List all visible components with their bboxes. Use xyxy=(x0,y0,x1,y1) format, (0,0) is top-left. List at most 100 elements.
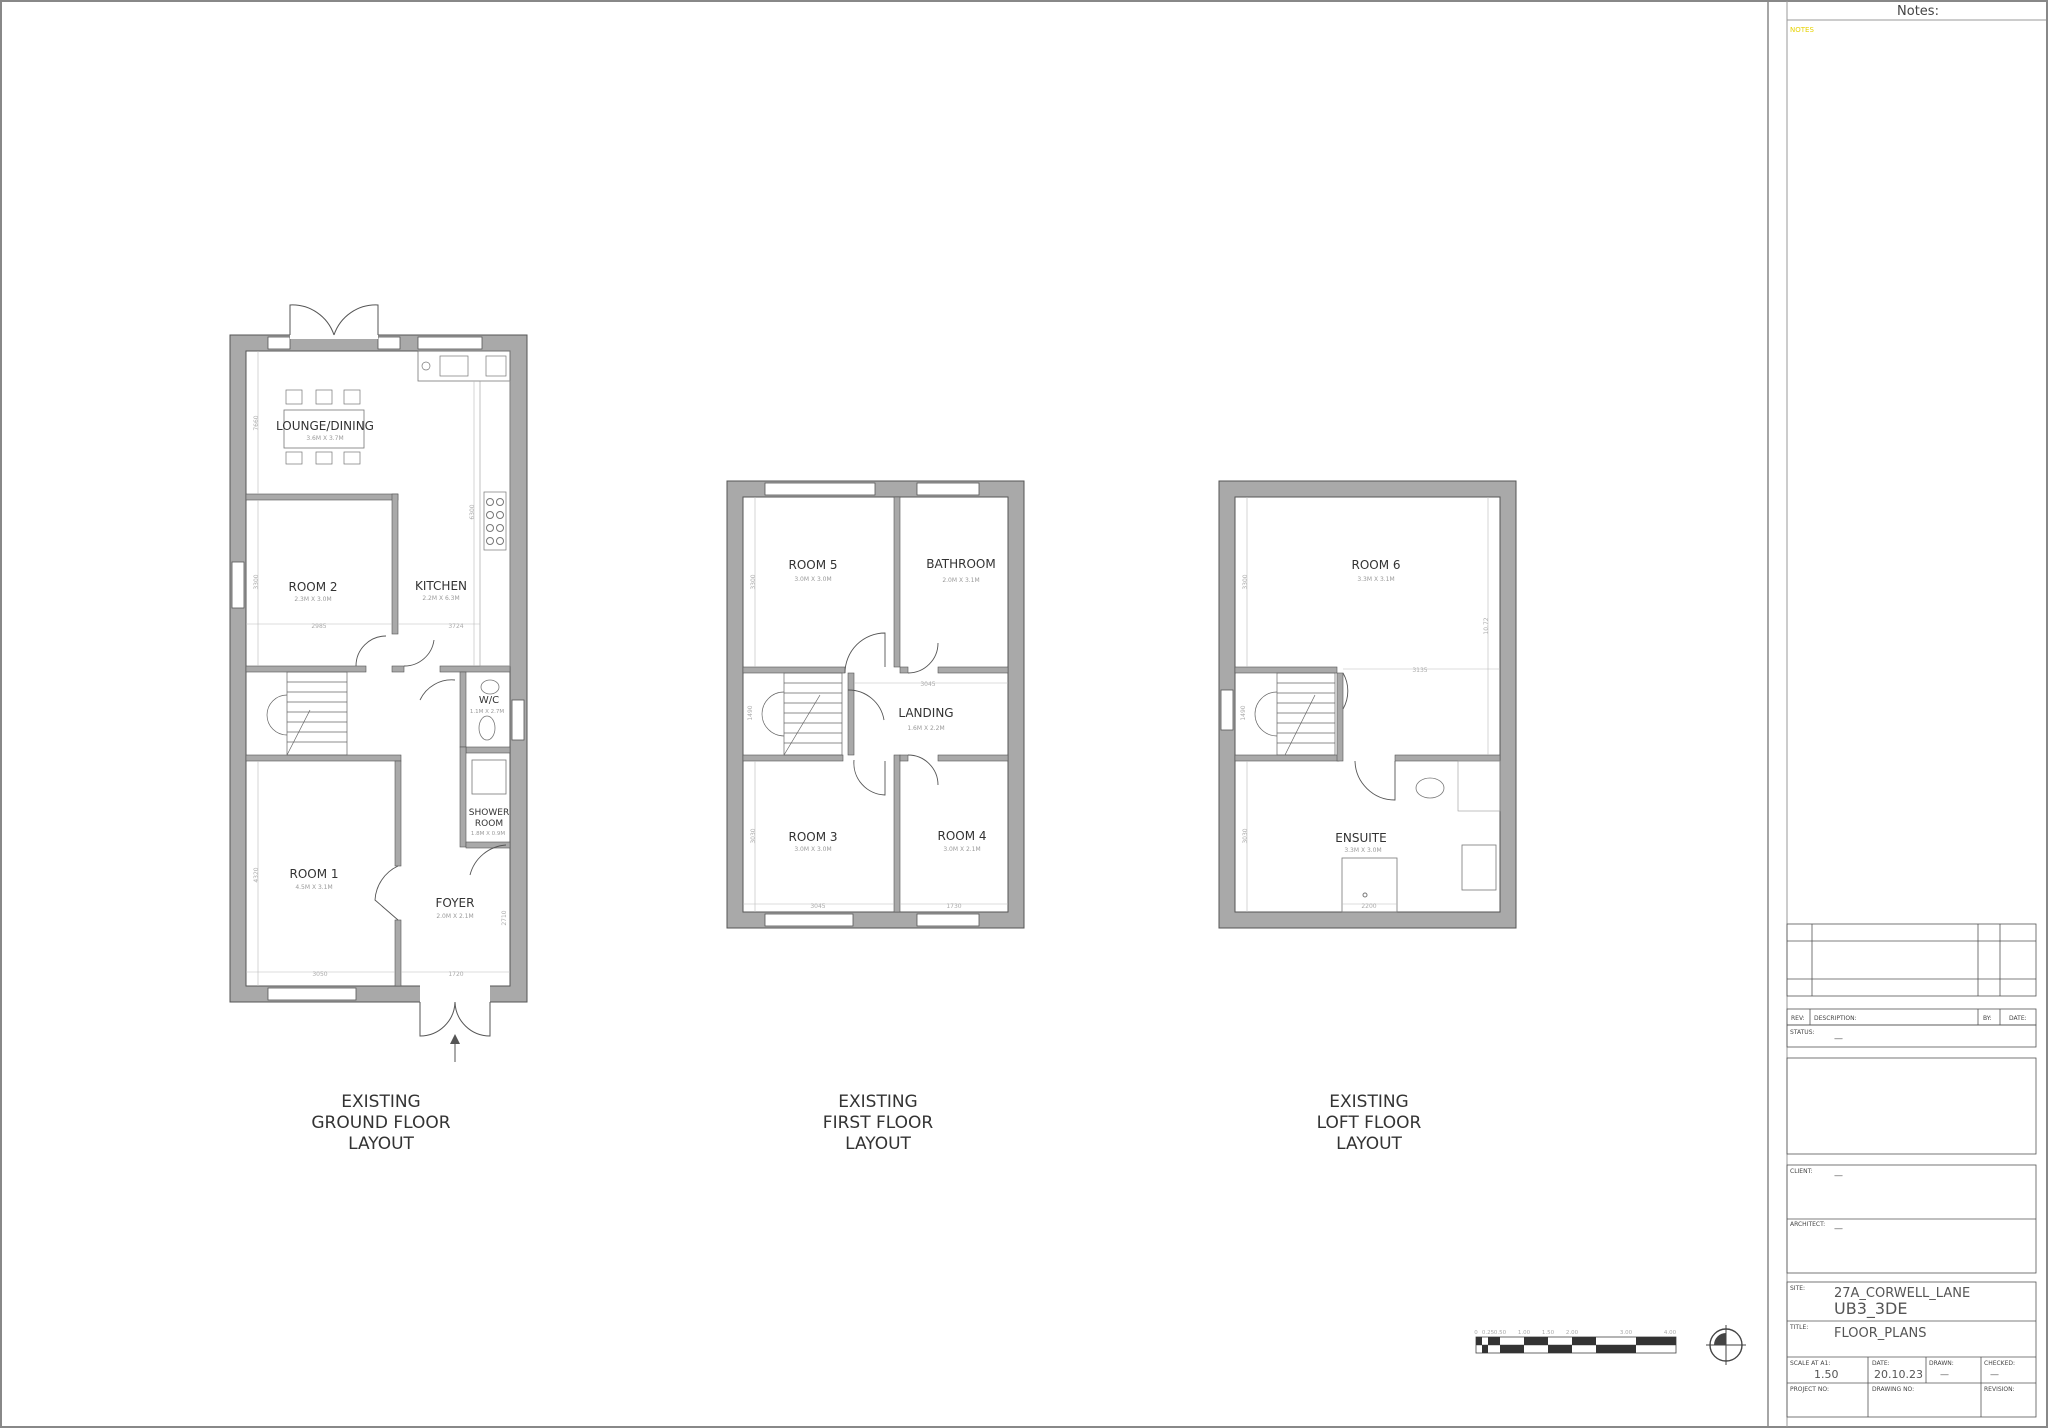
room-size: 3.0M X 3.0M xyxy=(794,846,831,853)
dim-label: 3300 xyxy=(253,574,260,589)
scale-label: SCALE AT A1: xyxy=(1790,1360,1830,1367)
room-size: 3.0M X 3.0M xyxy=(794,576,831,583)
client-value: — xyxy=(1834,1171,1843,1181)
room-size: 1.1M X 2.7M xyxy=(470,709,505,715)
ground-floor-plan: 7660 3300 2985 3724 6300 4320 3050 1720 … xyxy=(229,304,528,1154)
plan-caption: EXISTING xyxy=(341,1092,420,1112)
by-label: BY: xyxy=(1983,1015,1992,1022)
room-name: ROOM 4 xyxy=(937,829,986,843)
drawing-no-label: DRAWING NO: xyxy=(1872,1386,1914,1393)
dim-label: 10.72 xyxy=(1483,617,1490,634)
checked-value: — xyxy=(1990,1370,1999,1380)
scale-tick: 0.50 xyxy=(1494,1330,1507,1336)
notes-panel: Notes: NOTES xyxy=(1787,4,2046,34)
dim-label: 3135 xyxy=(1412,667,1427,674)
plan-caption: LOFT FLOOR xyxy=(1317,1113,1422,1133)
dim-label: 1730 xyxy=(946,903,961,910)
dim-label: 2200 xyxy=(1361,903,1376,910)
plan-caption: EXISTING xyxy=(838,1092,917,1112)
architect-value: — xyxy=(1834,1224,1843,1234)
checked-label: CHECKED: xyxy=(1984,1360,2015,1367)
dim-label: 4320 xyxy=(253,867,260,882)
plan-caption: LAYOUT xyxy=(348,1134,414,1154)
dim-label: 1490 xyxy=(1240,705,1247,720)
room-name: ROOM 3 xyxy=(788,830,837,844)
scale-tick: 3.00 xyxy=(1620,1330,1633,1336)
room-name: BATHROOM xyxy=(926,557,995,571)
first-outer-walls xyxy=(726,480,1025,929)
scale-tick: 0 xyxy=(1474,1330,1478,1336)
site-address-line1: 27A_CORWELL_LANE xyxy=(1834,1286,1970,1301)
room-size: 2.3M X 3.0M xyxy=(294,596,331,603)
drawn-value: — xyxy=(1940,1370,1949,1380)
date-label: DATE: xyxy=(1872,1360,1890,1367)
dim-label: 3045 xyxy=(920,681,935,688)
room-size: 2.0M X 3.1M xyxy=(942,577,979,584)
client-label: CLIENT: xyxy=(1790,1168,1813,1175)
dim-label: 3050 xyxy=(312,971,327,978)
room-name: LANDING xyxy=(898,706,953,720)
room-name: LOUNGE/DINING xyxy=(276,419,374,433)
room-size: 3.3M X 3.0M xyxy=(1344,847,1381,854)
dim-label: 3300 xyxy=(1242,574,1249,589)
dim-label: 1720 xyxy=(448,971,463,978)
dim-label: 7660 xyxy=(253,415,260,430)
title-label: TITLE: xyxy=(1789,1324,1808,1331)
status-value: — xyxy=(1834,1034,1843,1044)
site-label: SITE: xyxy=(1790,1285,1805,1292)
room-size: 3.0M X 2.1M xyxy=(943,846,980,853)
room-size: 4.5M X 3.1M xyxy=(295,884,332,891)
loft-floor-plan: 3300 3135 3030 1490 2200 10.72 ROOM 6 3.… xyxy=(1218,480,1517,1154)
room-name: ROOM 1 xyxy=(289,867,338,881)
plan-caption: LAYOUT xyxy=(845,1134,911,1154)
architect-label: ARCHITECT: xyxy=(1790,1221,1825,1228)
date-col-label: DATE: xyxy=(2009,1015,2027,1022)
scale-tick: 2.00 xyxy=(1566,1330,1579,1336)
site-address-line2: UB3_3DE xyxy=(1834,1299,1907,1319)
room-size: 3.3M X 3.1M xyxy=(1357,576,1394,583)
north-arrow-icon xyxy=(1706,1325,1746,1365)
dim-label: 3030 xyxy=(1242,828,1249,843)
room-name: KITCHEN xyxy=(415,579,467,593)
title-value: FLOOR_PLANS xyxy=(1834,1326,1927,1341)
status-label: STATUS: xyxy=(1790,1029,1815,1036)
room-name-line2: ROOM xyxy=(475,819,503,829)
room-name: ROOM 6 xyxy=(1351,558,1400,572)
scale-bar: 0 0.25 0.50 1.00 1.50 2.00 3.00 4.00 xyxy=(1474,1330,1677,1354)
dim-label: 2710 xyxy=(501,910,508,925)
room-name: ROOM 2 xyxy=(288,580,337,594)
description-label: DESCRIPTION: xyxy=(1814,1015,1857,1022)
room-name: ENSUITE xyxy=(1335,831,1386,845)
dim-label: 6300 xyxy=(469,504,476,519)
plan-caption: EXISTING xyxy=(1329,1092,1408,1112)
room-name: W/C xyxy=(479,695,499,706)
room-size: 1.8M X 0.9M xyxy=(471,831,506,837)
scale-tick: 4.00 xyxy=(1664,1330,1677,1336)
date-value: 20.10.23 xyxy=(1874,1368,1923,1381)
room-name: FOYER xyxy=(436,896,475,910)
scale-tick: 0.25 xyxy=(1482,1330,1495,1336)
room-size: 3.6M X 3.7M xyxy=(306,435,343,442)
dim-label: 3724 xyxy=(448,623,463,630)
room-size: 1.6M X 2.2M xyxy=(907,725,944,732)
plan-caption: LAYOUT xyxy=(1336,1134,1402,1154)
room-size: 2.2M X 6.3M xyxy=(422,595,459,602)
scale-tick: 1.50 xyxy=(1542,1330,1555,1336)
first-floor-plan: 3300 3045 3030 3045 1730 1490 ROOM 5 3.0… xyxy=(726,480,1025,1154)
scale-value: 1.50 xyxy=(1814,1368,1839,1381)
plan-caption: FIRST FLOOR xyxy=(823,1113,934,1133)
title-block xyxy=(1786,923,2037,1418)
dim-label: 1490 xyxy=(747,705,754,720)
room-name: SHOWER xyxy=(469,808,509,818)
dim-label: 3045 xyxy=(810,903,825,910)
dim-label: 3300 xyxy=(750,574,757,589)
revision-label: REVISION: xyxy=(1984,1386,2015,1393)
dim-label: 2985 xyxy=(311,623,326,630)
room-size: 2.0M X 2.1M xyxy=(436,913,473,920)
dim-label: 3030 xyxy=(750,828,757,843)
plan-caption: GROUND FLOOR xyxy=(311,1113,450,1133)
rev-label: REV: xyxy=(1791,1015,1805,1022)
project-no-label: PROJECT NO: xyxy=(1790,1386,1829,1393)
loft-outer-walls xyxy=(1218,480,1517,929)
